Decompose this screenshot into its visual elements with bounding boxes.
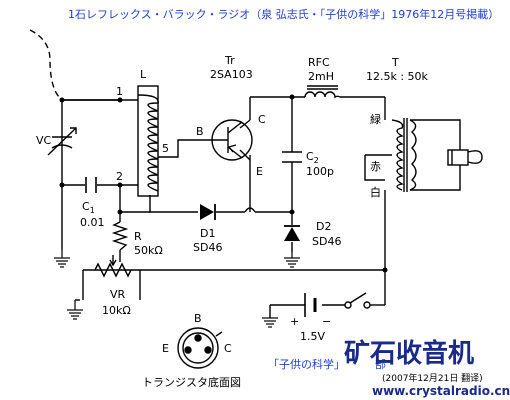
label-node-1: 1	[116, 85, 123, 98]
label-collector: C	[258, 113, 266, 126]
resistor-r	[111, 221, 129, 251]
label-c1-value: 0.01	[80, 216, 105, 229]
label-d1-part: SD46	[193, 241, 222, 254]
watermark-brand: 矿石收音机	[344, 338, 474, 369]
label-emitter: E	[256, 165, 263, 178]
ground-icon	[67, 300, 83, 320]
label-rfc: RFC	[308, 56, 330, 69]
capacitor-c2	[282, 151, 302, 163]
label-bottom-view: トランジスタ底面図	[142, 375, 241, 389]
power-switch	[344, 292, 371, 309]
rfc-choke	[304, 85, 341, 99]
watermark-url: www.crystalradio.cn	[372, 384, 510, 398]
label-d2-part: SD46	[312, 235, 341, 248]
capacitor-c1	[85, 177, 97, 193]
label-pin-c: C	[224, 342, 232, 355]
label-vr: VR	[110, 288, 126, 301]
battery	[304, 293, 317, 317]
label-pin-e: E	[162, 342, 169, 355]
ground-icon	[262, 317, 278, 328]
label-vc: VC	[36, 134, 52, 147]
label-c2: C2	[306, 150, 319, 165]
label-tr: Tr	[224, 54, 235, 67]
label-tr-part: 2SA103	[210, 68, 253, 81]
label-batt-plus: +	[290, 315, 299, 328]
watermark-date: (2007年12月21日 翻译)	[382, 372, 483, 384]
label-d1: D1	[200, 227, 215, 240]
label-white: 白	[370, 185, 381, 199]
earphone-icon	[447, 149, 483, 166]
label-batt-value: 1.5V	[300, 330, 325, 343]
label-c1: C1	[82, 200, 95, 215]
label-d2: D2	[316, 220, 331, 233]
source-note: 「子供の科学」部	[268, 357, 386, 371]
diode-d2	[284, 225, 300, 241]
label-node-5: 5	[162, 142, 169, 155]
label-green: 緑	[370, 112, 381, 126]
transformer-t	[391, 118, 417, 192]
label-r-value: 50kΩ	[134, 244, 163, 257]
label-coil-l: L	[140, 68, 147, 81]
label-t: T	[391, 56, 399, 69]
label-t-ratio: 12.5k : 50k	[366, 70, 429, 83]
variable-capacitor-vc	[47, 127, 77, 156]
page-title: 1石レフレックス・バラック・ラジオ（泉 弘志氏・「子供の科学」1976年12月号…	[68, 7, 499, 21]
label-rfc-value: 2mH	[308, 70, 334, 83]
transistor-tr	[210, 119, 253, 161]
coil-l	[137, 85, 159, 197]
label-pin-b: B	[194, 312, 202, 325]
ground-icon	[54, 250, 70, 268]
label-red: 赤	[370, 160, 381, 173]
label-c2-value: 100p	[306, 165, 334, 178]
antenna-wire	[29, 29, 63, 101]
label-node-2: 2	[116, 170, 123, 183]
junction-dots	[59, 94, 388, 273]
label-vr-value: 10kΩ	[102, 304, 131, 317]
variable-resistor-vr	[94, 255, 132, 278]
transistor-bottom-view	[177, 327, 223, 369]
label-base: B	[196, 125, 204, 138]
diode-d1	[200, 204, 216, 220]
ground-icon	[284, 252, 300, 268]
label-batt-minus: −	[322, 315, 331, 328]
label-r: R	[134, 230, 142, 243]
